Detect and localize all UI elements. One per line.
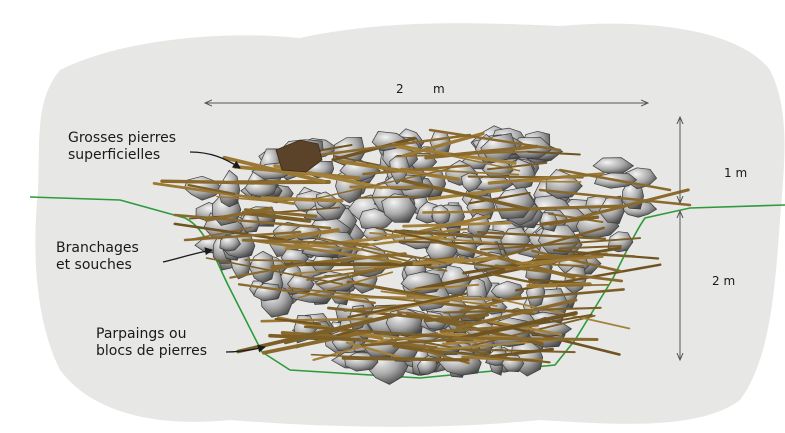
branch (521, 181, 581, 182)
depth-below-label: 2 m (712, 274, 735, 288)
blocks-label-line-2: blocs de pierres (96, 343, 207, 360)
branch (162, 181, 273, 183)
branch (423, 212, 485, 213)
width-value: 2 (396, 82, 404, 96)
height-above-label: 1 m (724, 166, 747, 180)
branches-label-line-2: et souches (56, 257, 139, 274)
blocks-label: Parpaings ou blocs de pierres (96, 326, 207, 360)
branch (245, 260, 300, 261)
top-stones-label-line-1: Grosses pierres (68, 130, 176, 147)
branch (558, 285, 609, 286)
top-stones-label-line-2: superficielles (68, 147, 176, 164)
branches-label-line-1: Branchages (56, 240, 139, 257)
top-stones-label: Grosses pierres superficielles (68, 130, 176, 164)
branch (262, 198, 341, 201)
branch (359, 197, 420, 198)
width-unit: m (433, 82, 445, 96)
branch (454, 338, 597, 339)
branches-label: Branchages et souches (56, 240, 139, 274)
blocks-label-line-1: Parpaings ou (96, 326, 207, 343)
